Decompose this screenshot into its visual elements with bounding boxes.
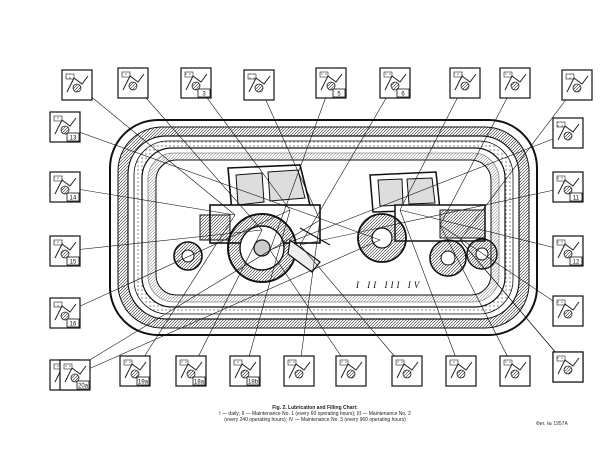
panel-label: 13 xyxy=(70,136,77,142)
leader-line xyxy=(439,224,569,312)
drain-icon: 20a xyxy=(59,359,91,391)
valve-icon: 3 xyxy=(180,67,212,99)
gearbox-icon: 12 xyxy=(552,235,584,267)
bolt-icon xyxy=(243,69,275,101)
leader-line xyxy=(64,126,381,241)
fan-icon xyxy=(552,117,584,149)
cap-icon: 11 xyxy=(552,171,584,203)
panel-label: 18a xyxy=(194,380,205,386)
leader-line xyxy=(258,84,321,221)
leader-line xyxy=(244,209,291,372)
leader-line xyxy=(76,84,236,216)
pump-icon: 6 xyxy=(379,67,411,99)
leader-line xyxy=(74,239,381,376)
leader-line xyxy=(269,82,332,251)
leader-line xyxy=(64,209,291,314)
leader-line xyxy=(190,229,263,372)
tank-icon: 18a xyxy=(175,355,207,387)
hub-icon: 15 xyxy=(49,235,81,267)
panel-label: 14 xyxy=(70,196,77,202)
leader-line xyxy=(299,244,408,372)
leader-line xyxy=(134,214,236,372)
oil-filler-icon xyxy=(61,69,93,101)
leader-line xyxy=(459,84,578,241)
leader-line xyxy=(439,224,516,372)
panel-label: 3 xyxy=(202,92,206,98)
lever-icon xyxy=(117,67,149,99)
panel-label: 12 xyxy=(573,260,580,266)
panel-label: 20a xyxy=(78,384,89,390)
bearing-icon xyxy=(449,67,481,99)
maintenance-roman-numerals: I II III IV xyxy=(356,280,423,290)
leader-line xyxy=(439,82,516,226)
panel-label: 11 xyxy=(573,196,580,202)
lubricator-icon xyxy=(391,355,423,387)
leader-line xyxy=(269,249,352,372)
panel-label: 15 xyxy=(70,260,77,266)
detail-panels: 3 5 6 13 14 15 16 11 12 20a 19a 18a 18b xyxy=(49,67,593,391)
leader-line xyxy=(64,186,236,216)
panel-label: 19a xyxy=(138,380,149,386)
leader-line xyxy=(132,82,263,231)
pin-icon xyxy=(283,355,315,387)
figure-reference: Фиг. № 1957А xyxy=(536,421,568,427)
leader-line xyxy=(299,186,569,246)
panel-label: 6 xyxy=(401,92,405,98)
linkage-icon: 16 xyxy=(49,297,81,329)
panel-label: 5 xyxy=(337,92,341,98)
filter-icon: 13 xyxy=(49,111,81,143)
figure-caption-line-2: (every 240 operating hours); IV — Mainte… xyxy=(224,417,406,423)
leader-line xyxy=(399,82,466,211)
leader-line xyxy=(195,82,291,211)
tractor-front-view xyxy=(357,171,498,277)
leader-lines xyxy=(64,82,578,376)
leader-line xyxy=(399,209,462,372)
leader-line xyxy=(64,229,263,252)
hydraulic-icon xyxy=(335,355,367,387)
leader-line xyxy=(269,132,569,251)
axle-icon xyxy=(499,355,531,387)
leader-line xyxy=(64,219,321,376)
tractor-rear-view xyxy=(173,164,331,283)
oil-can-icon: 5 xyxy=(315,67,347,99)
grease-gun-icon xyxy=(499,67,531,99)
joint-icon xyxy=(552,295,584,327)
leader-line xyxy=(298,219,321,372)
figure-caption-title: Fig. 2. Lubrication and Filling Chart: xyxy=(272,405,358,411)
pulley-icon xyxy=(552,351,584,383)
panel-label: 18b xyxy=(248,380,259,386)
figure-caption-line-1: I — daily; II — Maintenance No. 1 (every… xyxy=(219,411,411,417)
leader-line xyxy=(459,239,569,368)
wheel-bearing-icon: 18b xyxy=(229,355,261,387)
engine-part-icon xyxy=(561,69,593,101)
spring-icon: 19a xyxy=(119,355,151,387)
bottle-icon: 14 xyxy=(49,171,81,203)
panel-label: 16 xyxy=(70,322,77,328)
leader-line xyxy=(299,82,396,246)
leader-line xyxy=(399,209,569,252)
coupling-icon xyxy=(445,355,477,387)
